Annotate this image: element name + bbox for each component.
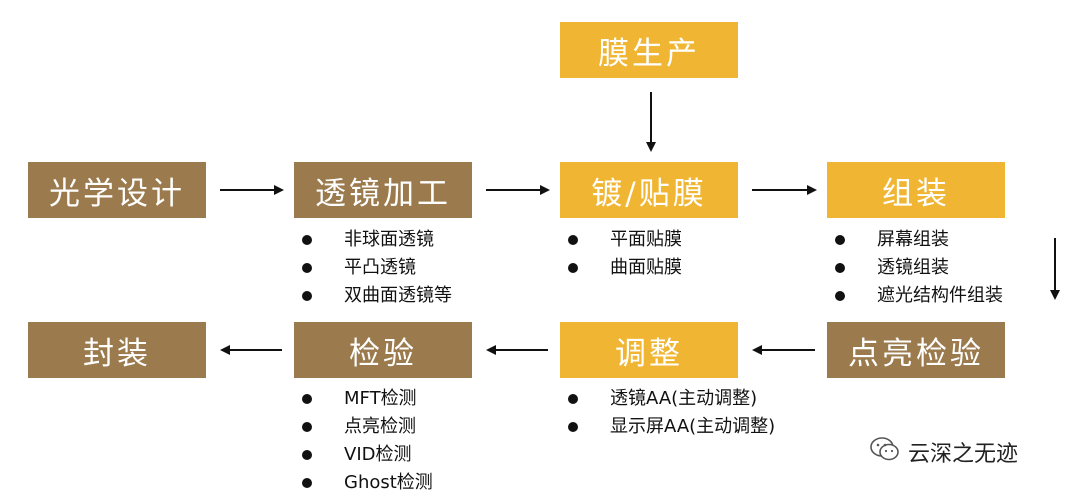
list-item: 屏幕组装 [835,226,1003,254]
box-adjustment: 调整 [560,322,738,378]
list-coating-film: 平面贴膜 曲面贴膜 [568,226,682,282]
list-item: 平凸透镜 [302,254,452,282]
list-item: Ghost检测 [302,469,433,497]
list-item: VID检测 [302,441,433,469]
list-adjustment: 透镜AA(主动调整) 显示屏AA(主动调整) [568,385,775,441]
list-item: 平面贴膜 [568,226,682,254]
list-item: 曲面贴膜 [568,254,682,282]
list-item: 透镜组装 [835,254,1003,282]
list-item: MFT检测 [302,385,433,413]
list-item: 点亮检测 [302,413,433,441]
list-lens-processing: 非球面透镜 平凸透镜 双曲面透镜等 [302,226,452,310]
box-packaging: 封装 [28,322,206,378]
box-film-production: 膜生产 [560,22,738,78]
box-lens-processing: 透镜加工 [294,162,472,218]
list-item: 遮光结构件组装 [835,282,1003,310]
list-inspection: MFT检测 点亮检测 VID检测 Ghost检测 [302,385,433,497]
list-item: 双曲面透镜等 [302,282,452,310]
list-item: 非球面透镜 [302,226,452,254]
box-coating-film: 镀/贴膜 [560,162,738,218]
list-item: 显示屏AA(主动调整) [568,413,775,441]
list-item: 透镜AA(主动调整) [568,385,775,413]
watermark: 云深之无迹 [870,436,1018,468]
box-inspection: 检验 [294,322,472,378]
box-light-on-inspection: 点亮检验 [827,322,1005,378]
box-optical-design: 光学设计 [28,162,206,218]
wechat-icon [870,436,900,468]
list-assembly: 屏幕组装 透镜组装 遮光结构件组装 [835,226,1003,310]
box-assembly: 组装 [827,162,1005,218]
watermark-text: 云深之无迹 [908,442,1019,467]
